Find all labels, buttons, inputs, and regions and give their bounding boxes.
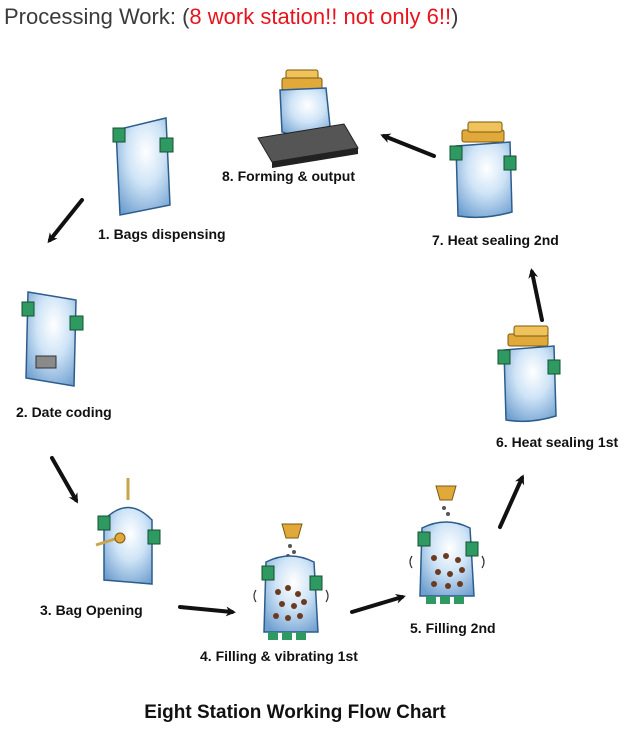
title-prefix: Processing Work: ( <box>4 4 190 29</box>
arrow-5-to-6 <box>498 474 525 529</box>
station-4-bag-illustration <box>253 523 329 640</box>
station-2-bag-illustration <box>21 291 84 387</box>
arrow-4-to-5 <box>350 593 406 614</box>
title-suffix: ) <box>451 4 459 29</box>
station-3-bag-illustration <box>95 478 161 585</box>
station-7-label: 7. Heat sealing 2nd <box>432 232 559 248</box>
station-5-bag-illustration <box>409 485 485 604</box>
arrow-1-to-2 <box>47 198 84 244</box>
station-8-label: 8. Forming & output <box>222 168 355 184</box>
arrow-2-to-3 <box>50 456 78 504</box>
station-8-conveyor-illustration <box>257 69 359 168</box>
station-7-bag-illustration <box>449 121 517 219</box>
station-5-label: 5. Filling 2nd <box>410 620 496 636</box>
page-title: Processing Work: (8 work station!! not o… <box>4 4 458 30</box>
diagram-caption: Eight Station Working Flow Chart <box>144 702 446 723</box>
arrow-3-to-4 <box>178 605 236 617</box>
station-6-bag-illustration <box>497 325 561 423</box>
flow-arrows <box>47 133 544 617</box>
arrow-6-to-7 <box>528 268 544 322</box>
station-6-label: 6. Heat sealing 1st <box>496 434 619 450</box>
station-3-label: 3. Bag Opening <box>40 602 143 618</box>
station-2-label: 2. Date coding <box>16 404 112 420</box>
station-1-label: 1. Bags dispensing <box>98 226 226 242</box>
station-1-bag-illustration <box>112 117 174 216</box>
arrow-7-to-8 <box>380 133 436 158</box>
station-4-label: 4. Filling & vibrating 1st <box>200 648 358 664</box>
title-highlight: 8 work station!! not only 6!! <box>189 4 452 29</box>
